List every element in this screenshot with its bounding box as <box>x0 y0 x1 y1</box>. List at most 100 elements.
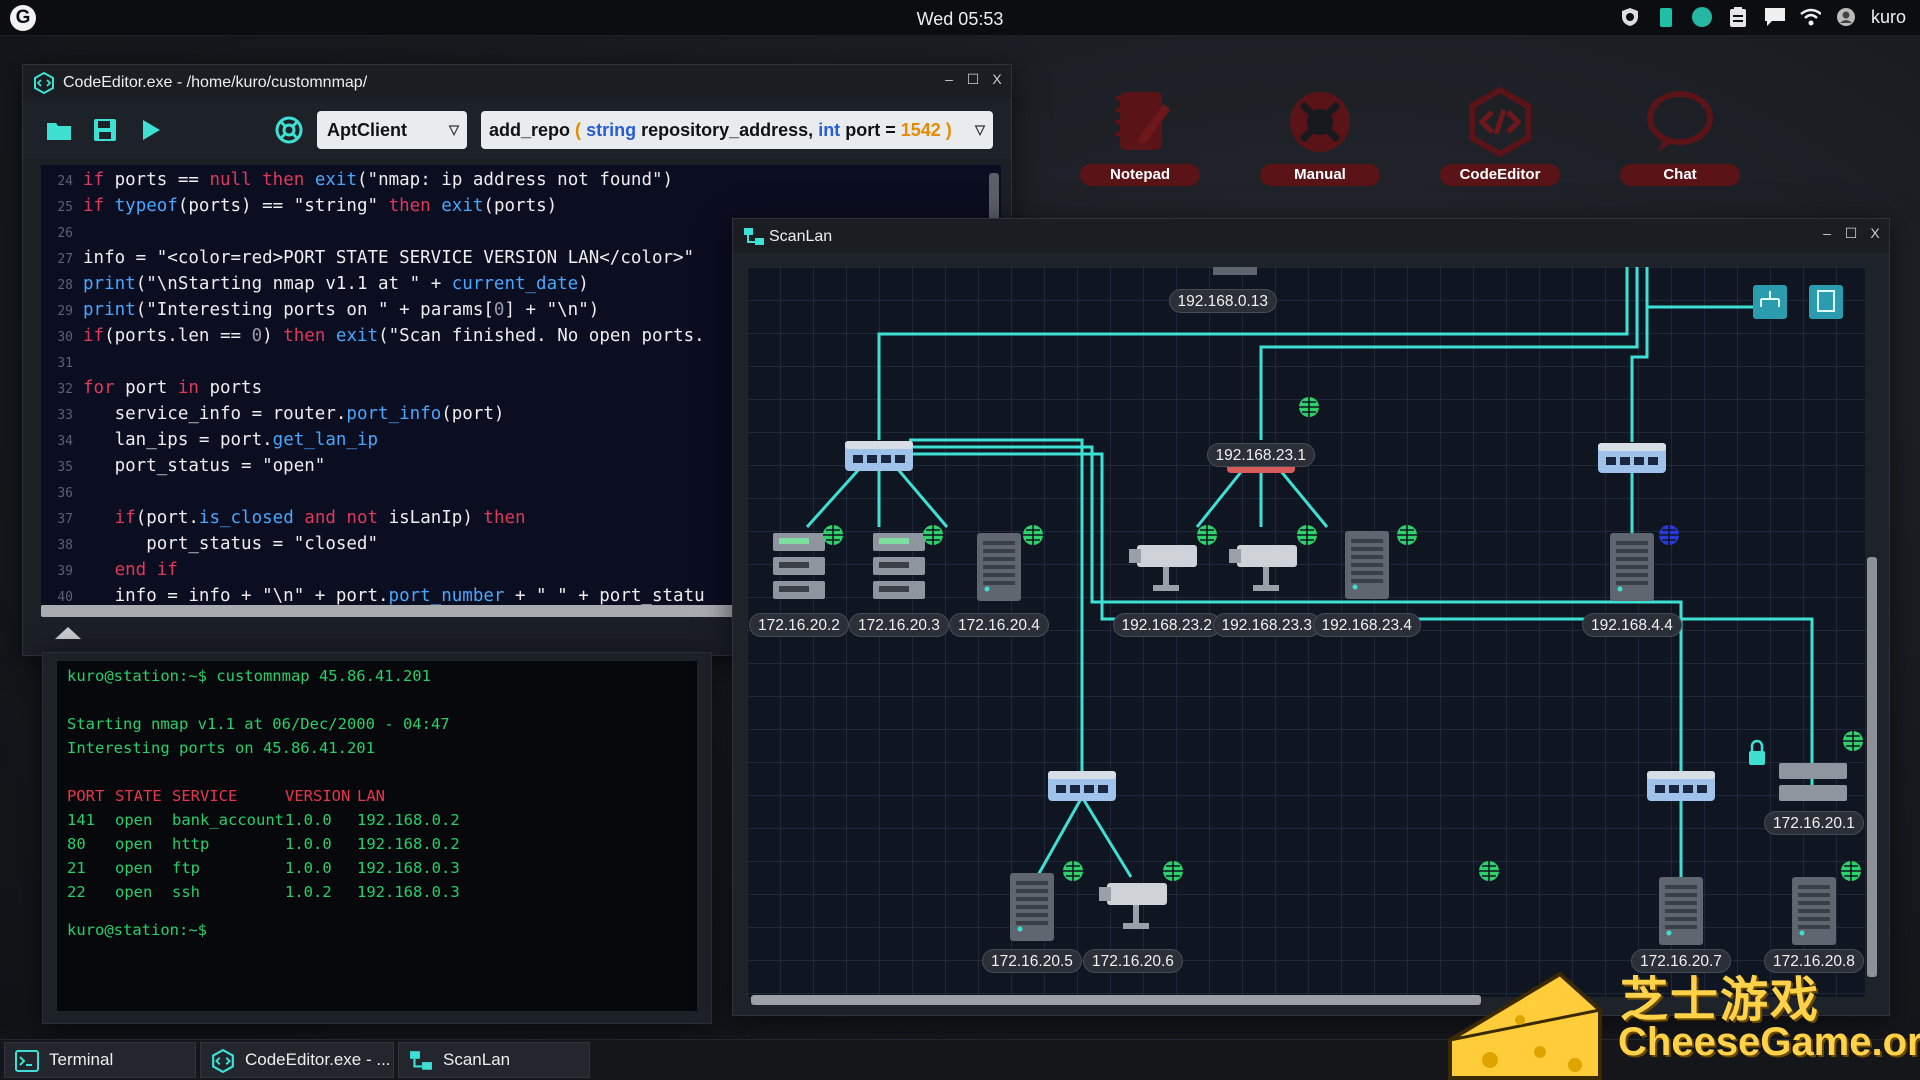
code-line[interactable]: 25if typeof(ports) == "string" then exit… <box>41 193 1001 219</box>
line-number: 30 <box>41 325 83 351</box>
node-ip-label[interactable]: 192.168.23.4 <box>1313 613 1422 637</box>
method-select[interactable]: add_repo ( string repository_address, in… <box>481 111 993 149</box>
map-horizontal-scrollbar[interactable] <box>751 995 1481 1005</box>
icon-bg <box>1753 285 1787 319</box>
table-cell: 192.168.0.2 <box>357 835 460 853</box>
server-unit-led <box>779 538 809 544</box>
server-slot <box>1351 579 1383 583</box>
camera <box>1129 545 1197 591</box>
battery-icon[interactable] <box>1655 6 1677 28</box>
line-number: 29 <box>41 299 83 325</box>
map-vertical-scrollbar[interactable] <box>1867 557 1877 977</box>
lifebuoy-icon <box>275 116 303 144</box>
table-header-cell: LAN <box>357 787 385 805</box>
code-editor-titlebar[interactable]: CodeEditor.exe - /home/kuro/customnmap/ … <box>23 65 1011 99</box>
terminal-output[interactable]: kuro@station:~$ customnmap 45.86.41.201 … <box>57 661 697 1011</box>
table-cell: 141 <box>67 811 95 829</box>
router-port <box>1084 785 1094 793</box>
user-icon[interactable] <box>1835 6 1857 28</box>
server-slot <box>983 557 1015 561</box>
globe-icon <box>1063 861 1083 881</box>
terminal-icon <box>15 1049 39 1073</box>
top-bar: G Wed 05:53 kuro <box>0 0 1920 36</box>
api-library-button[interactable] <box>271 113 307 147</box>
class-select[interactable]: AptClient▽ <box>317 111 467 149</box>
server-slot <box>1616 557 1648 561</box>
close-button[interactable]: X <box>1865 225 1885 241</box>
globe-icon <box>1659 525 1679 545</box>
desktop-icon-chat[interactable]: Chat <box>1620 86 1740 186</box>
node-ip-label[interactable]: 192.168.23.3 <box>1213 613 1322 637</box>
server-slot <box>1016 913 1048 917</box>
desktop-icon-label: Chat <box>1620 164 1740 186</box>
node-ip-label[interactable]: 192.168.23.2 <box>1113 613 1222 637</box>
task-scanlan[interactable]: ScanLan <box>398 1042 590 1078</box>
code-line[interactable]: 24if ports == null then exit("nmap: ip a… <box>41 167 1001 193</box>
node-ip-label[interactable]: 192.168.23.1 <box>1207 443 1316 467</box>
username[interactable]: kuro <box>1871 7 1906 28</box>
router-port <box>867 455 877 463</box>
line-number: 39 <box>41 559 83 585</box>
node-ip-label[interactable]: 172.16.20.4 <box>949 613 1049 637</box>
close-button[interactable]: X <box>987 71 1007 87</box>
network-link <box>1632 267 1647 442</box>
task-codeeditor[interactable]: CodeEditor.exe - ... <box>200 1042 394 1078</box>
run-button[interactable] <box>133 113 169 147</box>
node-ip-label[interactable]: 192.168.0.13 <box>1169 289 1278 313</box>
table-header-cell: SERVICE <box>172 787 237 805</box>
line-number: 37 <box>41 507 83 533</box>
minimize-button[interactable]: – <box>1817 225 1837 241</box>
globe-icon[interactable] <box>1691 6 1713 28</box>
server-slot <box>983 565 1015 569</box>
chevron-down-icon: ▽ <box>449 111 459 149</box>
globe-icon <box>823 525 843 545</box>
node-ip-label[interactable]: 172.16.20.6 <box>1083 949 1183 973</box>
server-stack <box>873 533 925 599</box>
line-number: 35 <box>41 455 83 481</box>
node-ip-label[interactable]: 172.16.20.2 <box>749 613 849 637</box>
node-ip-label[interactable]: 172.16.20.5 <box>982 949 1082 973</box>
terminal-ports-line: Interesting ports on 45.86.41.201 <box>67 739 375 757</box>
desktop-icon-manual[interactable]: Manual <box>1260 86 1380 186</box>
shield-icon[interactable] <box>1619 6 1641 28</box>
router-top <box>845 441 913 449</box>
globe-icon <box>1297 525 1317 545</box>
server-unit-led <box>779 586 809 592</box>
server-slot <box>1016 905 1048 909</box>
maximize-button[interactable]: ☐ <box>1841 225 1861 242</box>
window-title: ScanLan <box>769 228 832 246</box>
table-cell: bank_account <box>172 811 284 829</box>
node-ip-label[interactable]: 172.16.20.3 <box>849 613 949 637</box>
open-folder-button[interactable] <box>41 113 77 147</box>
task-terminal[interactable]: Terminal <box>4 1042 196 1078</box>
table-cell: 192.168.0.2 <box>357 811 460 829</box>
collapse-arrow-icon[interactable] <box>55 627 81 639</box>
router-port <box>1620 457 1630 465</box>
wifi-icon[interactable] <box>1799 6 1821 28</box>
desktop-icon-codeeditor[interactable]: CodeEditor <box>1440 86 1560 186</box>
sig-param-2: port = <box>845 120 896 140</box>
message-icon[interactable] <box>1763 6 1785 28</box>
minimize-button[interactable]: – <box>939 71 959 87</box>
code-horizontal-scrollbar[interactable] <box>41 605 753 617</box>
router-top <box>1647 771 1715 779</box>
line-text: if(port.is_closed and not isLanIp) then <box>83 508 526 528</box>
server-unit-led <box>879 586 909 592</box>
router-port <box>1648 457 1658 465</box>
server-slot <box>1351 555 1383 559</box>
camera-lens <box>1229 549 1241 563</box>
scanlan-titlebar[interactable]: ScanLan – ☐ X <box>733 219 1889 253</box>
node-ip-label[interactable]: 192.168.4.4 <box>1582 613 1682 637</box>
server-unit-led <box>879 562 909 568</box>
maximize-button[interactable]: ☐ <box>963 71 983 88</box>
desktop-icon-notepad[interactable]: Notepad <box>1080 86 1200 186</box>
node-ip-label[interactable]: 172.16.20.1 <box>1764 811 1864 835</box>
server-slot <box>1351 547 1383 551</box>
network-map[interactable]: 192.168.0.13192.168.23.1172.16.20.2172.1… <box>747 267 1865 997</box>
clipboard-icon[interactable] <box>1727 6 1749 28</box>
chevron-down-icon: ▽ <box>975 111 985 149</box>
table-cell: open <box>115 835 152 853</box>
table-header-cell: STATE <box>115 787 162 805</box>
desktop-icon-label: Manual <box>1260 164 1380 186</box>
save-button[interactable] <box>87 113 123 147</box>
